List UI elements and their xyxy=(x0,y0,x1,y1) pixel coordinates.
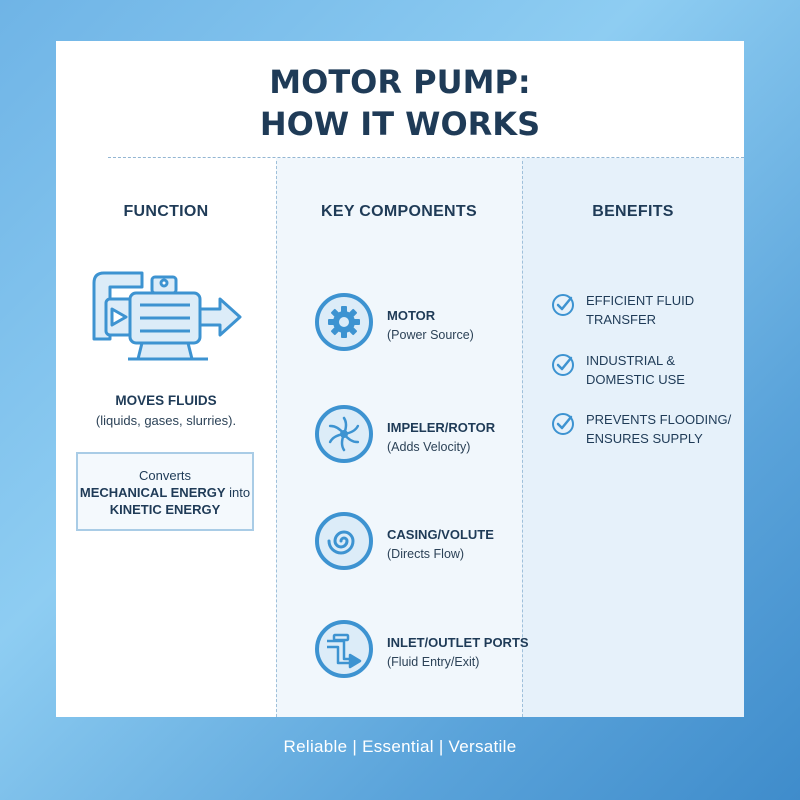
title-line-1: MOTOR PUMP: xyxy=(269,63,531,101)
gear-icon xyxy=(315,293,373,351)
benefit-line-2: DOMESTIC USE xyxy=(586,372,685,387)
function-column xyxy=(56,158,276,717)
infographic-card: MOTOR PUMP: HOW IT WORKS FUNCTION KEY CO… xyxy=(56,41,744,717)
component-desc: (Power Source) xyxy=(387,328,474,342)
check-circle-icon xyxy=(552,354,574,376)
check-circle-icon xyxy=(552,413,574,435)
function-heading: FUNCTION xyxy=(123,203,209,220)
page-title: MOTOR PUMP: HOW IT WORKS xyxy=(56,61,744,145)
footer-tagline: Reliable | Essential | Versatile xyxy=(283,737,517,756)
component-name: INLET/OUTLET PORTS xyxy=(387,635,529,650)
motor-pump-icon xyxy=(92,271,242,361)
benefit-line-1: INDUSTRIAL & xyxy=(586,353,676,368)
component-desc: (Fluid Entry/Exit) xyxy=(387,655,480,669)
component-desc: (Adds Velocity) xyxy=(387,440,471,454)
benefit-text: PREVENTS FLOODING/ ENSURES SUPPLY xyxy=(586,410,736,448)
energy-line-1: Converts xyxy=(138,468,192,483)
column-divider-2 xyxy=(522,161,523,717)
benefits-heading: BENEFITS xyxy=(592,203,674,220)
function-title: MOVES FLUIDS xyxy=(115,393,217,408)
spiral-icon xyxy=(315,512,373,570)
title-divider xyxy=(108,157,744,158)
energy-conversion-box: Converts MECHANICAL ENERGY into KINETIC … xyxy=(76,452,254,531)
component-desc: (Directs Flow) xyxy=(387,547,465,561)
energy-line-2: MECHANICAL ENERGY into xyxy=(78,485,252,500)
benefit-line-1: PREVENTS FLOODING/ xyxy=(586,412,732,427)
benefit-text: EFFICIENT FLUID TRANSFER xyxy=(586,291,736,329)
benefit-line-2: ENSURES SUPPLY xyxy=(586,431,703,446)
component-name: IMPELER/ROTOR xyxy=(387,420,496,435)
energy-line-3: KINETIC ENERGY xyxy=(109,502,221,517)
components-column xyxy=(276,158,522,717)
title-line-2: HOW IT WORKS xyxy=(259,105,541,143)
energy-mechanical: MECHANICAL ENERGY xyxy=(79,485,226,500)
component-name: MOTOR xyxy=(387,308,436,323)
component-name: CASING/VOLUTE xyxy=(387,527,494,542)
benefit-text: INDUSTRIAL & DOMESTIC USE xyxy=(586,351,736,389)
pipe-icon xyxy=(315,620,373,678)
benefit-line-2: TRANSFER xyxy=(586,312,657,327)
components-heading: KEY COMPONENTS xyxy=(321,203,477,220)
energy-into: into xyxy=(225,485,251,500)
impeller-icon xyxy=(315,405,373,463)
benefit-line-1: EFFICIENT FLUID xyxy=(586,293,695,308)
function-subtext: (liquids, gases, slurries). xyxy=(95,413,237,428)
check-circle-icon xyxy=(552,294,574,316)
benefits-column xyxy=(522,158,744,717)
column-divider-1 xyxy=(276,161,277,717)
